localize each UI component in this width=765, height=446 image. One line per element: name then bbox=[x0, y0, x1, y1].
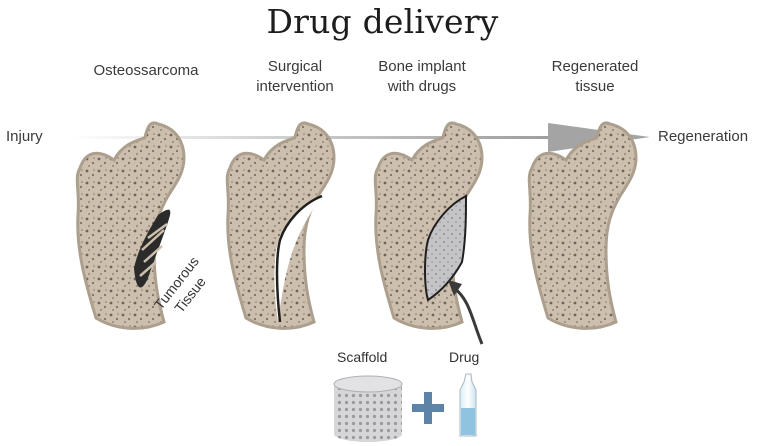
axis-start-label: Injury bbox=[6, 128, 43, 145]
plus-icon bbox=[412, 392, 444, 424]
drug-vial-icon bbox=[459, 373, 477, 437]
bone-osteosarcoma bbox=[75, 121, 186, 330]
scaffold-label: Scaffold bbox=[337, 349, 388, 365]
axis-end-label: Regeneration bbox=[658, 128, 749, 145]
stage-label-osteosarcoma: Osteossarcoma bbox=[93, 62, 199, 79]
drug-label: Drug bbox=[449, 349, 480, 365]
bone-regenerated-tissue bbox=[527, 121, 638, 330]
stage-label-surgical: Surgical intervention bbox=[256, 58, 334, 95]
scaffold-icon bbox=[333, 375, 403, 442]
bone-implant-with-drugs bbox=[373, 121, 484, 345]
stage-label-regenerated: Regenerated tissue bbox=[551, 58, 639, 95]
bone-surgical-intervention bbox=[225, 121, 336, 330]
stage-label-implant: Bone implant with drugs bbox=[378, 58, 466, 95]
diagram-title: Drug delivery bbox=[266, 2, 499, 41]
